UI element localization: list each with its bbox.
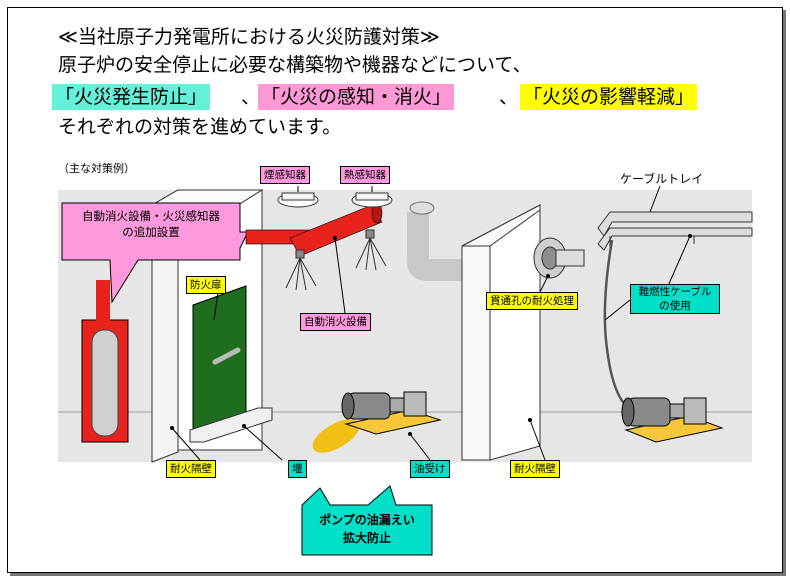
oil-leak xyxy=(312,419,360,453)
cable-tray xyxy=(597,211,753,251)
label-pump-oil-line2: 拡大防止 xyxy=(342,531,391,545)
sprinkler-head-right xyxy=(355,229,387,271)
dike-curb xyxy=(189,407,273,443)
diagram-caption: （主な対策例） xyxy=(58,162,135,175)
tag-fire-mitigation: 「火災の影響軽減」 xyxy=(520,84,698,110)
label-flame-cable-line1: 難燃性ケーブル xyxy=(638,286,712,298)
callout-pump-oil xyxy=(301,485,433,556)
label-heat-detector: 熱感知器 xyxy=(340,166,390,184)
sprinkler-head-left xyxy=(285,249,317,291)
pump-right xyxy=(621,397,724,443)
callout-auto-fire-added xyxy=(61,202,249,304)
label-flame-cable-line2: の使用 xyxy=(659,300,691,312)
label-auto-extinguish: 自動消火設備 xyxy=(300,313,371,331)
headline-title: ≪当社原子力発電所における火災防護対策≫ xyxy=(58,26,440,48)
pump-center xyxy=(341,391,442,435)
tag-fire-detection: 「火災の感知・消火」 xyxy=(258,84,455,110)
separator-1: 、 xyxy=(241,86,261,108)
flame-retardant-cable xyxy=(603,239,633,412)
label-auto-fire-added-line2: の追加設置 xyxy=(122,225,180,239)
fire-wall-right-front xyxy=(489,203,541,461)
headline-intro: 原子炉の安全停止に必要な構築物や機器などについて、 xyxy=(58,54,532,76)
label-fire-door: 防火扉 xyxy=(186,276,226,294)
label-fire-wall-right: 耐火隔壁 xyxy=(510,460,560,478)
label-fire-wall-left: 耐火隔壁 xyxy=(166,460,216,478)
label-cable-tray: ケーブルトレイ xyxy=(620,172,704,186)
label-oil-pan: 油受け xyxy=(410,460,450,478)
label-auto-fire-added: 自動消火設備・火災感知器 の追加設置 xyxy=(62,208,240,240)
label-smoke-detector: 煙感知器 xyxy=(260,166,310,184)
label-penetration: 貫通孔の耐火処理 xyxy=(486,292,578,310)
label-pump-oil: ポンプの油漏えい 拡大防止 xyxy=(302,511,432,547)
label-flame-cable: 難燃性ケーブル の使用 xyxy=(630,284,720,314)
heat-detector xyxy=(351,192,393,208)
smoke-detector xyxy=(277,192,319,208)
tag-fire-prevention: 「火災発生防止」 xyxy=(52,84,211,110)
label-dike: 堰 xyxy=(288,460,307,478)
label-pump-oil-line1: ポンプの油漏えい xyxy=(319,513,415,527)
label-auto-fire-added-line1: 自動消火設備・火災感知器 xyxy=(82,209,220,223)
penetration-sleeve xyxy=(533,237,585,279)
ventilation-duct xyxy=(407,212,462,281)
headline-closing: それぞれの対策を進めています。 xyxy=(58,116,342,138)
separator-2: 、 xyxy=(499,86,519,108)
